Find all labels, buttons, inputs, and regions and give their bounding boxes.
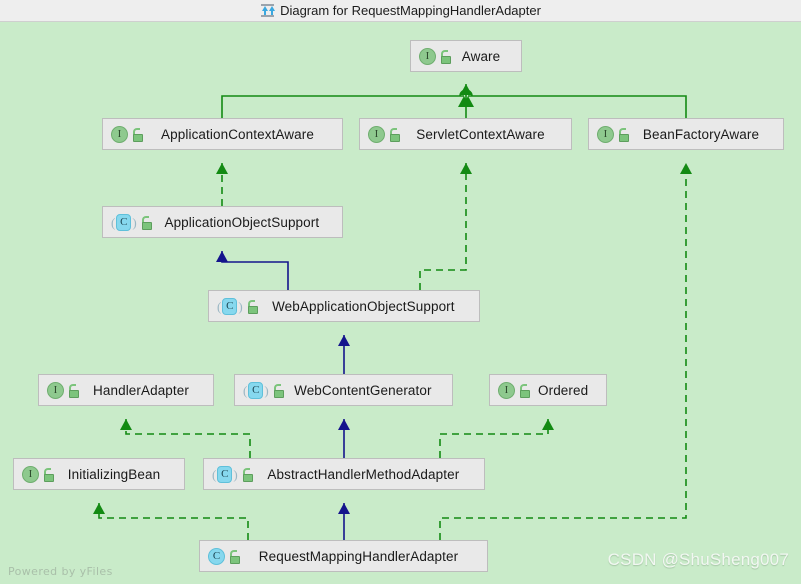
unlocked-padlock-icon (68, 383, 81, 398)
node-label: HandlerAdapter (81, 383, 203, 398)
node-label: WebContentGenerator (286, 383, 442, 398)
arrowhead-webappobjsupport-to-servletctxaware (460, 163, 472, 174)
unlocked-padlock-icon (247, 299, 260, 314)
interface-icon: I (111, 126, 128, 143)
class-node-requestmappingha[interactable]: C RequestMappingHandlerAdapter (199, 540, 488, 572)
node-label: ApplicationObjectSupport (154, 215, 332, 230)
unlocked-padlock-icon (242, 467, 255, 482)
abstract-class-icon: (C) (111, 214, 137, 231)
abstract-paren-left: ( (111, 216, 115, 229)
class-icon: C (116, 214, 131, 231)
unlocked-padlock-icon (141, 215, 154, 230)
class-icon: C (222, 298, 237, 315)
node-label: ApplicationContextAware (145, 127, 332, 142)
interface-icon: I (47, 382, 64, 399)
arrowhead-abstracthma-to-handleradapter (120, 419, 132, 430)
interface-icon: I (498, 382, 515, 399)
abstract-class-icon: (C) (217, 298, 243, 315)
unlocked-padlock-icon (132, 127, 145, 142)
arrowhead-appobjsupport-to-appctxaware (216, 163, 228, 174)
class-node-abstracthma[interactable]: (C) AbstractHandlerMethodAdapter (203, 458, 485, 490)
edge-requestmappingha-to-initializingbean (99, 503, 248, 540)
abstract-paren-right: ) (264, 384, 268, 397)
edge-appctxaware-to-aware (222, 96, 464, 118)
class-node-aware[interactable]: I Aware (410, 40, 522, 72)
arrowhead-webcontentgen-to-webappobjsupport (338, 335, 350, 346)
node-icons: I (597, 126, 631, 143)
window-title: Diagram for RequestMappingHandlerAdapter (280, 3, 541, 18)
node-label: Ordered (532, 383, 596, 398)
arrowhead-requestmappingha-to-initializingbean (93, 503, 105, 514)
abstract-class-icon: (C) (212, 466, 238, 483)
csdn-watermark: CSDN @ShuSheng007 (608, 550, 789, 570)
arrowhead-requestmappingha-to-abstracthma (338, 503, 350, 514)
node-icons: I (22, 466, 56, 483)
arrowhead-requestmappingha-to-beanfactoryaware (680, 163, 692, 174)
abstract-class-icon: (C) (243, 382, 269, 399)
node-label: ServletContextAware (402, 127, 561, 142)
unlocked-padlock-icon (389, 127, 402, 142)
edge-webappobjsupport-to-appobjsupport (222, 251, 288, 290)
class-icon: C (248, 382, 263, 399)
unlocked-padlock-icon (440, 49, 453, 64)
abstract-paren-left: ( (212, 468, 216, 481)
node-icons: (C) (243, 382, 286, 399)
yfiles-watermark: Powered by yFiles (8, 565, 113, 578)
node-icons: C (208, 548, 242, 565)
node-icons: I (419, 48, 453, 65)
window-titlebar: Diagram for RequestMappingHandlerAdapter (0, 0, 801, 22)
node-label: AbstractHandlerMethodAdapter (255, 467, 474, 482)
interface-icon: I (22, 466, 39, 483)
interface-icon: I (419, 48, 436, 65)
node-label: BeanFactoryAware (631, 127, 773, 142)
edge-beanfactoryaware-to-aware (468, 96, 686, 118)
abstract-paren-right: ) (238, 300, 242, 313)
node-icons: (C) (111, 214, 154, 231)
class-icon: C (217, 466, 232, 483)
node-icons: I (47, 382, 81, 399)
edge-webappobjsupport-to-servletctxaware (420, 163, 466, 290)
node-icons: I (498, 382, 532, 399)
edge-abstracthma-to-handleradapter (126, 419, 250, 458)
unlocked-padlock-icon (519, 383, 532, 398)
class-node-servletctxaware[interactable]: I ServletContextAware (359, 118, 572, 150)
edge-abstracthma-to-ordered (440, 419, 548, 458)
class-node-handleradapter[interactable]: I HandlerAdapter (38, 374, 214, 406)
unlocked-padlock-icon (43, 467, 56, 482)
node-icons: I (111, 126, 145, 143)
class-node-beanfactoryaware[interactable]: I BeanFactoryAware (588, 118, 784, 150)
unlocked-padlock-icon (273, 383, 286, 398)
class-node-webappobjsupport[interactable]: (C) WebApplicationObjectSupport (208, 290, 480, 322)
node-icons: (C) (212, 466, 255, 483)
diagram-canvas[interactable]: IAwareIApplicationContextAwareIServletCo… (0, 22, 801, 584)
class-node-ordered[interactable]: I Ordered (489, 374, 607, 406)
interface-icon: I (597, 126, 614, 143)
arrowhead-webappobjsupport-to-appobjsupport (216, 251, 228, 262)
node-label: Aware (453, 49, 511, 64)
node-icons: I (368, 126, 402, 143)
abstract-paren-right: ) (233, 468, 237, 481)
diagram-hierarchy-icon (260, 3, 275, 18)
class-node-appobjsupport[interactable]: (C) ApplicationObjectSupport (102, 206, 343, 238)
node-label: InitializingBean (56, 467, 174, 482)
node-label: RequestMappingHandlerAdapter (242, 549, 477, 564)
arrowhead-abstracthma-to-ordered (542, 419, 554, 430)
class-node-appctxaware[interactable]: I ApplicationContextAware (102, 118, 343, 150)
class-node-webcontentgen[interactable]: (C) WebContentGenerator (234, 374, 453, 406)
abstract-paren-left: ( (217, 300, 221, 313)
arrowhead-abstracthma-to-webcontentgen (338, 419, 350, 430)
node-label: WebApplicationObjectSupport (260, 299, 469, 314)
node-icons: (C) (217, 298, 260, 315)
unlocked-padlock-icon (618, 127, 631, 142)
abstract-paren-right: ) (132, 216, 136, 229)
class-icon: C (208, 548, 225, 565)
abstract-paren-left: ( (243, 384, 247, 397)
class-node-initializingbean[interactable]: I InitializingBean (13, 458, 185, 490)
interface-icon: I (368, 126, 385, 143)
unlocked-padlock-icon (229, 549, 242, 564)
